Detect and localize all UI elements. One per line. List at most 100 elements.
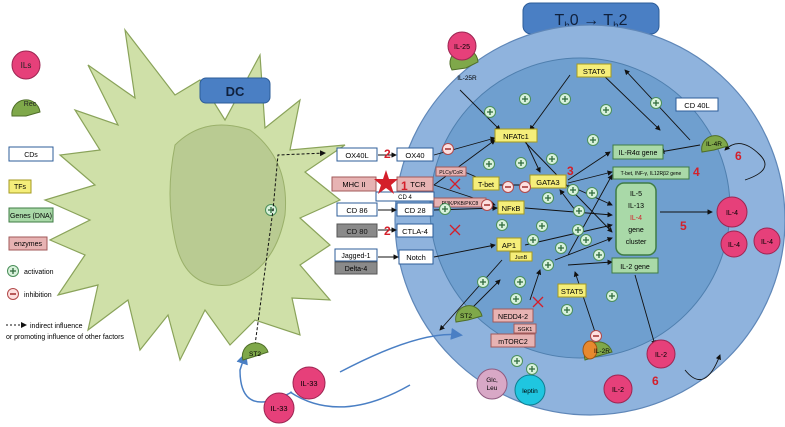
il4-b-label: IL-4: [728, 242, 740, 249]
step-3: 3: [567, 164, 574, 178]
signal-arrows: [378, 69, 766, 381]
ctla4-box: [396, 223, 434, 238]
dc-label: DC: [226, 84, 245, 99]
notch-box: [398, 249, 434, 265]
nfatc1-box: [494, 128, 538, 143]
cd28-label: CD 28: [404, 206, 425, 215]
legend-rec-label: Rec: [24, 101, 37, 108]
ap1-box: [496, 237, 522, 252]
ox40l-box: [336, 147, 378, 162]
step-6a: 6: [735, 149, 742, 163]
cd28-box: [396, 202, 434, 217]
cluster-line-5: cluster: [626, 239, 647, 246]
synapse-star-icon: [374, 170, 398, 194]
gata3-label: GATA3: [536, 178, 559, 187]
legend-inhibition-label: inhibition: [24, 292, 52, 299]
cd40l-label: CD 40L: [684, 101, 709, 110]
plc-box: [435, 166, 467, 177]
dc-molecules: OX40L MHC II CD 86 CD 80 Jagged-1 Delta-…: [331, 147, 378, 275]
delta-box: [334, 261, 378, 275]
dc-activation-icon: [264, 203, 278, 217]
st2-tcell-receptor-icon: [455, 305, 483, 323]
cd80-box: [336, 223, 378, 238]
il2-a-label: IL-2: [655, 352, 667, 359]
legend-activation-label: activation: [24, 269, 54, 276]
il33-b-icon: [263, 392, 295, 424]
mhc-label: MHC II: [342, 180, 365, 189]
il4r-label: IL-4R: [706, 141, 722, 148]
stat5-box: [557, 283, 587, 298]
transcription-factors: STAT6 NFATc1 T-bet GATA3 NFκB AP1 JunB S…: [472, 63, 612, 298]
inhibition-crosses: [449, 178, 544, 308]
leptin-icon: [514, 374, 546, 406]
sgk1-box: [513, 323, 537, 334]
step-1: 1: [401, 179, 408, 193]
mhc-box: [331, 176, 377, 192]
legend-tfs-box: [8, 179, 32, 194]
il2r-alpha-icon: [582, 340, 598, 360]
cytokine-gene-cluster-box: [615, 182, 657, 256]
notch-label: Notch: [406, 253, 426, 262]
il2-gene-box: [611, 257, 659, 274]
gata3-box: [529, 174, 567, 189]
legend-tfs-label: TFs: [14, 184, 27, 191]
stat6-box: [576, 63, 612, 78]
tbet-box: [472, 176, 500, 191]
plc-label: PLCγ/CoR: [439, 170, 463, 176]
ox40l-label: OX40L: [345, 151, 368, 160]
il4-a-label: IL-4: [726, 210, 738, 217]
legend: ILs Rec CDs TFs Genes (DNA) enzymes acti…: [6, 50, 124, 341]
ap1-label: AP1: [502, 241, 516, 250]
nfkb-label: NFκB: [502, 204, 521, 213]
junb-label: JunB: [515, 255, 528, 261]
cd40l-box: [675, 97, 719, 112]
tbet-gene-box: [612, 166, 690, 180]
legend-cds-box: [8, 146, 54, 162]
ctla4-label: CTLA-4: [402, 227, 428, 236]
junb-box: [509, 251, 533, 262]
cd4-box: [375, 191, 435, 202]
tbet-gene-label: T-bet, INF-γ, IL12Rβ2 gene: [621, 171, 682, 177]
tcr-box: [396, 176, 434, 192]
nfkb-box: [497, 200, 525, 215]
dendritic-cell: DC: [43, 27, 346, 362]
legend-inhibition-icon: [6, 287, 20, 301]
cd86-label: CD 86: [346, 206, 367, 215]
step-4: 4: [693, 165, 700, 179]
stat6-label: STAT6: [583, 67, 605, 76]
glc-activation-icon: [510, 354, 524, 368]
legend-activation-icon: [6, 264, 20, 278]
nfatc1-label: NFATc1: [503, 132, 529, 141]
ox40-label: OX40: [405, 151, 424, 160]
legend-genes-label: Genes (DNA): [10, 213, 52, 220]
legend-enzymes-box: [8, 236, 48, 251]
cluster-line-2: IL-13: [628, 203, 644, 210]
il4-c-label: IL-4: [761, 239, 773, 246]
dc-label-box: [199, 77, 271, 104]
il25-icon: [447, 31, 477, 61]
legend-genes-box: [8, 207, 54, 223]
leptin-activation-icon: [525, 362, 539, 376]
dc-nucleus: [169, 124, 287, 286]
cd80-label: CD 80: [346, 227, 367, 236]
pi3k-label: PI3K/PKB/PKCθ: [442, 201, 479, 207]
il25-label: IL-25: [454, 44, 470, 51]
step-2b: 2: [384, 224, 391, 238]
cd4-label: CD 4: [398, 195, 412, 201]
jagged-box: [334, 248, 378, 262]
il33-a-icon: [292, 366, 326, 400]
il4-b-icon: [720, 230, 748, 258]
glc-label: Glc,: [486, 377, 498, 384]
mtorc2-box: [490, 333, 536, 348]
step-2a: 2: [384, 147, 391, 161]
nutrients: Glc, Leu leptin: [476, 354, 546, 406]
interleukins: IL-25 IL-4 IL-4 IL-4 IL-2 IL-2 IL-33 IL-…: [263, 31, 781, 424]
il2-gene-label: IL-2 gene: [620, 264, 650, 271]
cluster-line-3: IL-4: [630, 215, 642, 222]
step-6b: 6: [652, 374, 659, 388]
il2-a-icon: [646, 339, 676, 369]
enzymes: PLCγ/CoR PI3K/PKB/PKCθ NEDD4-2 SGK1 mTOR…: [433, 166, 537, 348]
il4ra-gene-label: IL-R4α gene: [619, 150, 658, 157]
mtorc2-label: mTORC2: [498, 339, 528, 346]
